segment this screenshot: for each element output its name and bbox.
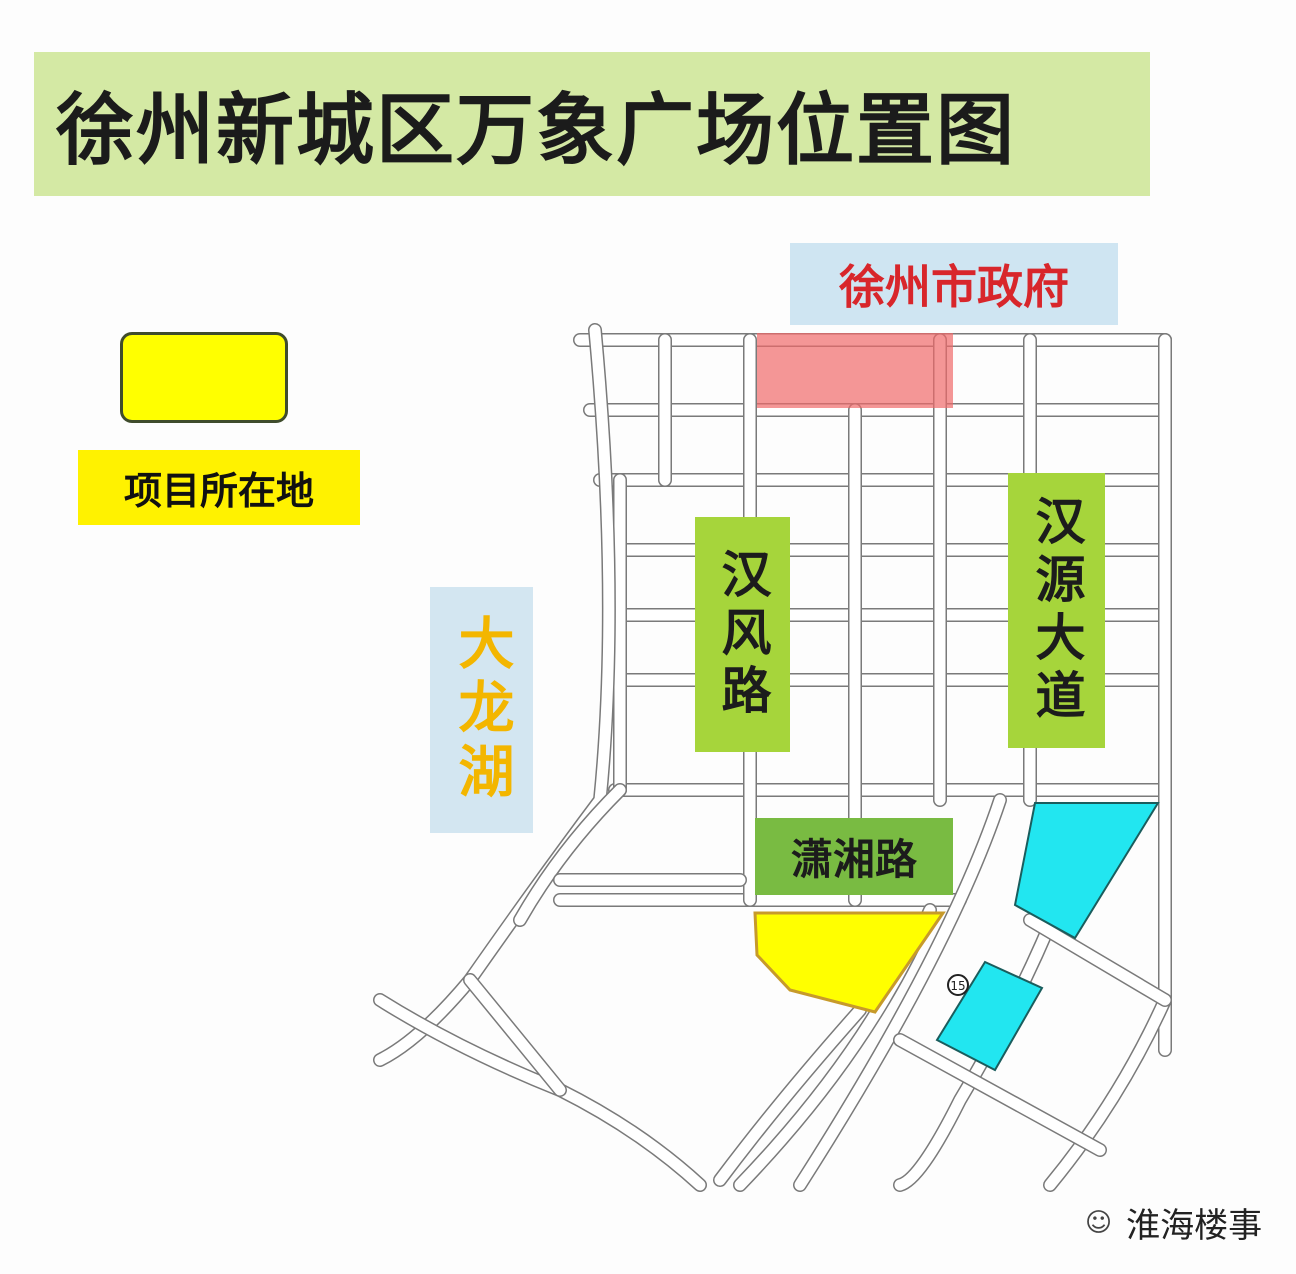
project-site	[753, 911, 946, 1014]
page-title: 徐州新城区万象广场位置图	[34, 52, 1150, 196]
hanfeng-road-label: 汉风路	[695, 517, 790, 752]
road-19	[714, 1004, 866, 1186]
hanyuan-avenue-label: 汉源大道	[1008, 473, 1105, 748]
road-22	[374, 994, 706, 1191]
government-label: 徐州市政府	[790, 243, 1118, 325]
road-16	[514, 784, 626, 926]
lake-label: 大龙湖	[430, 587, 533, 833]
legend-label: 项目所在地	[78, 450, 360, 525]
road-24	[1024, 914, 1171, 1006]
road-17	[794, 794, 1006, 1191]
xiaoxiang-road-label: 潇湘路	[755, 818, 953, 895]
road-23	[464, 974, 566, 1096]
legend-swatch	[120, 332, 288, 423]
road-21	[1044, 994, 1171, 1191]
commercial-block-2	[935, 960, 1044, 1072]
commercial-block-1	[1013, 802, 1160, 940]
road-25	[894, 1034, 1106, 1156]
route-15-marker	[947, 974, 969, 996]
government-area	[757, 333, 953, 408]
watermark-text: 淮海楼事	[1126, 1206, 1263, 1246]
road-20	[894, 894, 1066, 1191]
watermark: ☺ 淮海楼事	[1085, 1198, 1262, 1247]
wechat-icon: ☺	[1085, 1207, 1113, 1238]
route-15-label: 15	[950, 979, 965, 993]
